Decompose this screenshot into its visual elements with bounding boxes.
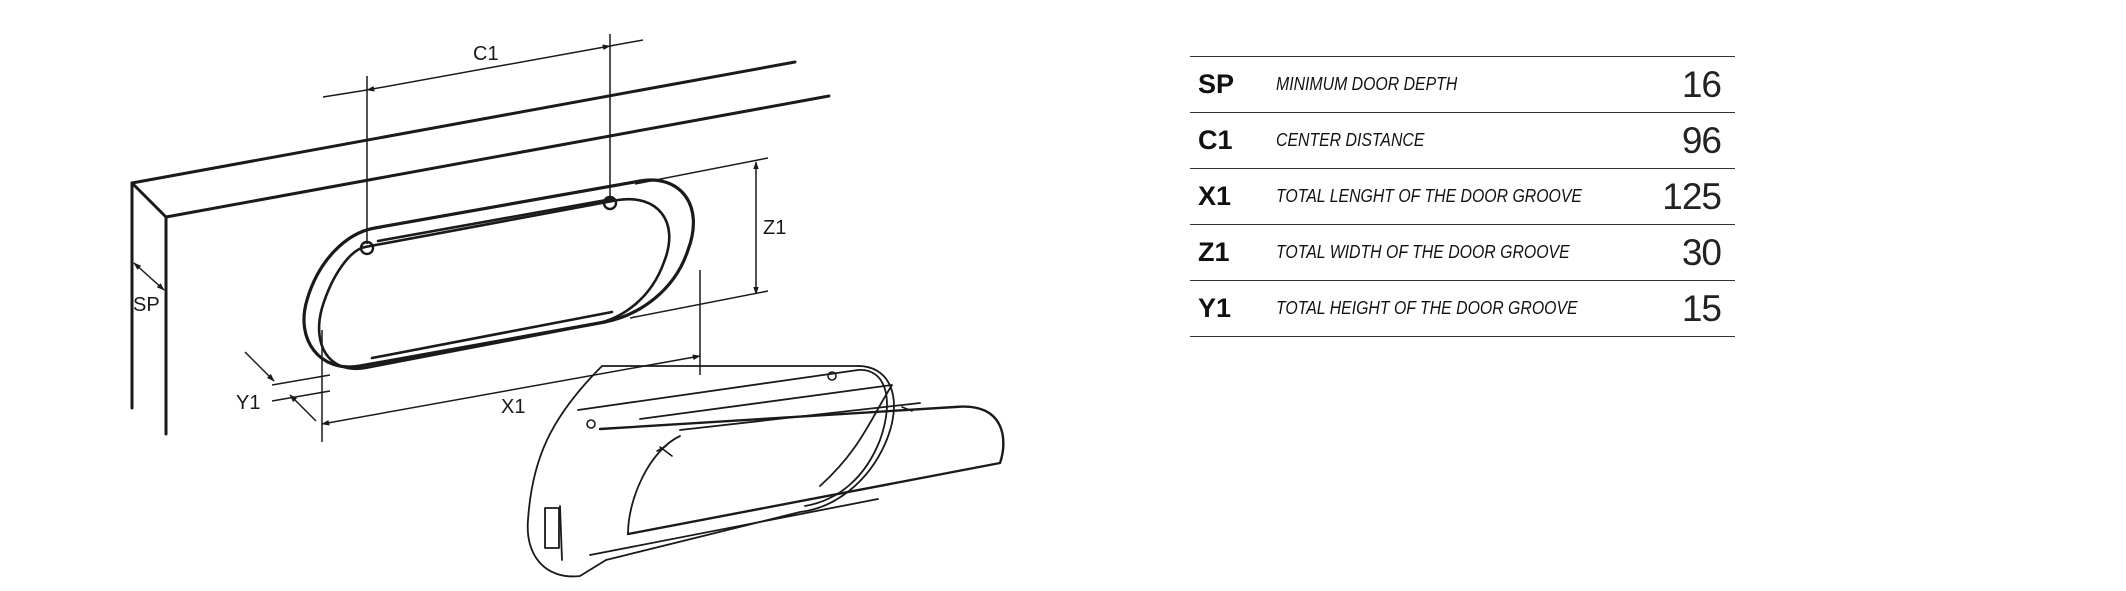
handle-pin-left [656, 445, 673, 457]
y1-extension-bottom [271, 390, 331, 402]
row-description-cell: TOTAL WIDTH OF THE DOOR GROOVE [1276, 225, 1631, 281]
handle-pin-right [901, 406, 913, 412]
x1-dimension-line [321, 354, 701, 426]
groove-bottom-edge [370, 310, 614, 360]
row-description: CENTER DISTANCE [1276, 130, 1425, 150]
handle-screw-right [827, 371, 837, 381]
y1-extension-top [271, 374, 331, 386]
row-description-cell: TOTAL HEIGHT OF THE DOOR GROOVE [1276, 281, 1631, 337]
row-description: TOTAL HEIGHT OF THE DOOR GROOVE [1276, 298, 1578, 318]
technical-drawing: C1 Z1 SP Y1 X1 [130, 34, 1005, 578]
handle-rear-edge [559, 505, 563, 561]
groove-outer-rim [302, 178, 695, 369]
row-description-cell: TOTAL LENGHT OF THE DOOR GROOVE [1276, 169, 1631, 225]
handle-outer-shell [526, 365, 895, 578]
table-row: Z1 TOTAL WIDTH OF THE DOOR GROOVE 30 [1190, 225, 1735, 281]
handle-lip [598, 405, 1005, 536]
row-value: 15 [1681, 287, 1722, 329]
handle-outer-shell-front [577, 369, 888, 507]
door-panel [130, 60, 831, 436]
row-code: Z1 [1198, 237, 1230, 267]
flush-pull-handle [526, 365, 1005, 578]
door-corner-chamfer [130, 181, 168, 219]
row-value: 96 [1681, 119, 1722, 161]
row-value: 16 [1681, 63, 1722, 105]
z1-extension-top [634, 157, 769, 185]
label-sp: SP [133, 294, 160, 316]
row-code: Y1 [1198, 293, 1232, 323]
row-value: 125 [1662, 175, 1722, 217]
c1-dimension-line [366, 44, 611, 92]
handle-inner-recess [639, 384, 893, 487]
label-c1: C1 [473, 43, 499, 65]
groove-inner-depth [317, 197, 671, 371]
label-z1: Z1 [763, 217, 786, 239]
door-edge-back [130, 60, 797, 185]
row-code: C1 [1198, 125, 1233, 155]
handle-screw-left [586, 419, 596, 429]
row-description: TOTAL LENGHT OF THE DOOR GROOVE [1276, 186, 1583, 206]
handle-bottom-rim [589, 498, 879, 556]
label-x1: X1 [501, 396, 525, 418]
handle-inner-wall [627, 435, 681, 535]
dimensions [133, 34, 769, 442]
row-value: 30 [1681, 231, 1722, 273]
label-y1: Y1 [236, 392, 260, 414]
c1-overshoot-left [322, 89, 368, 98]
sp-dimension-line [133, 262, 165, 291]
y1-arrow-bottom [289, 394, 317, 422]
row-description: MINIMUM DOOR DEPTH [1276, 74, 1458, 94]
door-groove [302, 178, 695, 371]
z1-extension-bottom [629, 290, 769, 319]
handle-lip-top [679, 402, 921, 431]
row-code: SP [1198, 69, 1235, 99]
table-row: SP MINIMUM DOOR DEPTH 16 [1190, 57, 1735, 113]
table-row: X1 TOTAL LENGHT OF THE DOOR GROOVE 125 [1190, 169, 1735, 225]
door-edge-front [164, 94, 831, 219]
c1-overshoot-right [609, 39, 644, 47]
row-description: TOTAL WIDTH OF THE DOOR GROOVE [1276, 242, 1570, 262]
y1-arrow-top [244, 351, 275, 382]
handle-end-cap [544, 507, 560, 549]
spec-table: SP MINIMUM DOOR DEPTH 16 C1 CENTER DISTA… [1190, 56, 1735, 337]
table-row: C1 CENTER DISTANCE 96 [1190, 113, 1735, 169]
row-code: X1 [1198, 181, 1232, 211]
row-description-cell: MINIMUM DOOR DEPTH [1276, 57, 1631, 113]
table-row: Y1 TOTAL HEIGHT OF THE DOOR GROOVE 15 [1190, 281, 1735, 337]
row-description-cell: CENTER DISTANCE [1276, 113, 1631, 169]
groove-slot-edge [376, 197, 614, 243]
